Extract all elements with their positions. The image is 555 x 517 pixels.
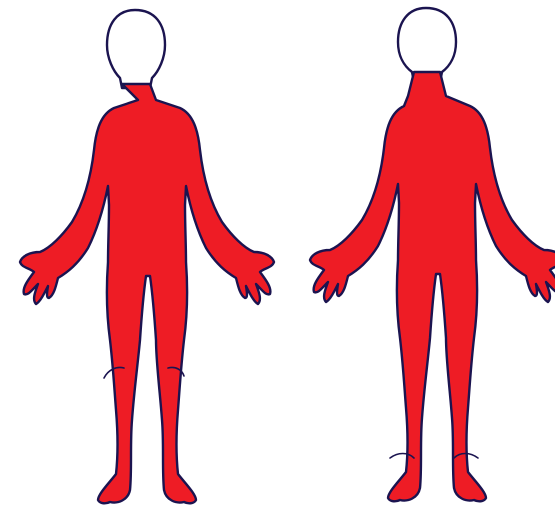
body-figure-front [0, 0, 280, 517]
body-front[interactable] [20, 84, 274, 503]
body-back[interactable] [310, 72, 555, 501]
head-front [107, 10, 165, 88]
body-figure-back [288, 0, 555, 517]
